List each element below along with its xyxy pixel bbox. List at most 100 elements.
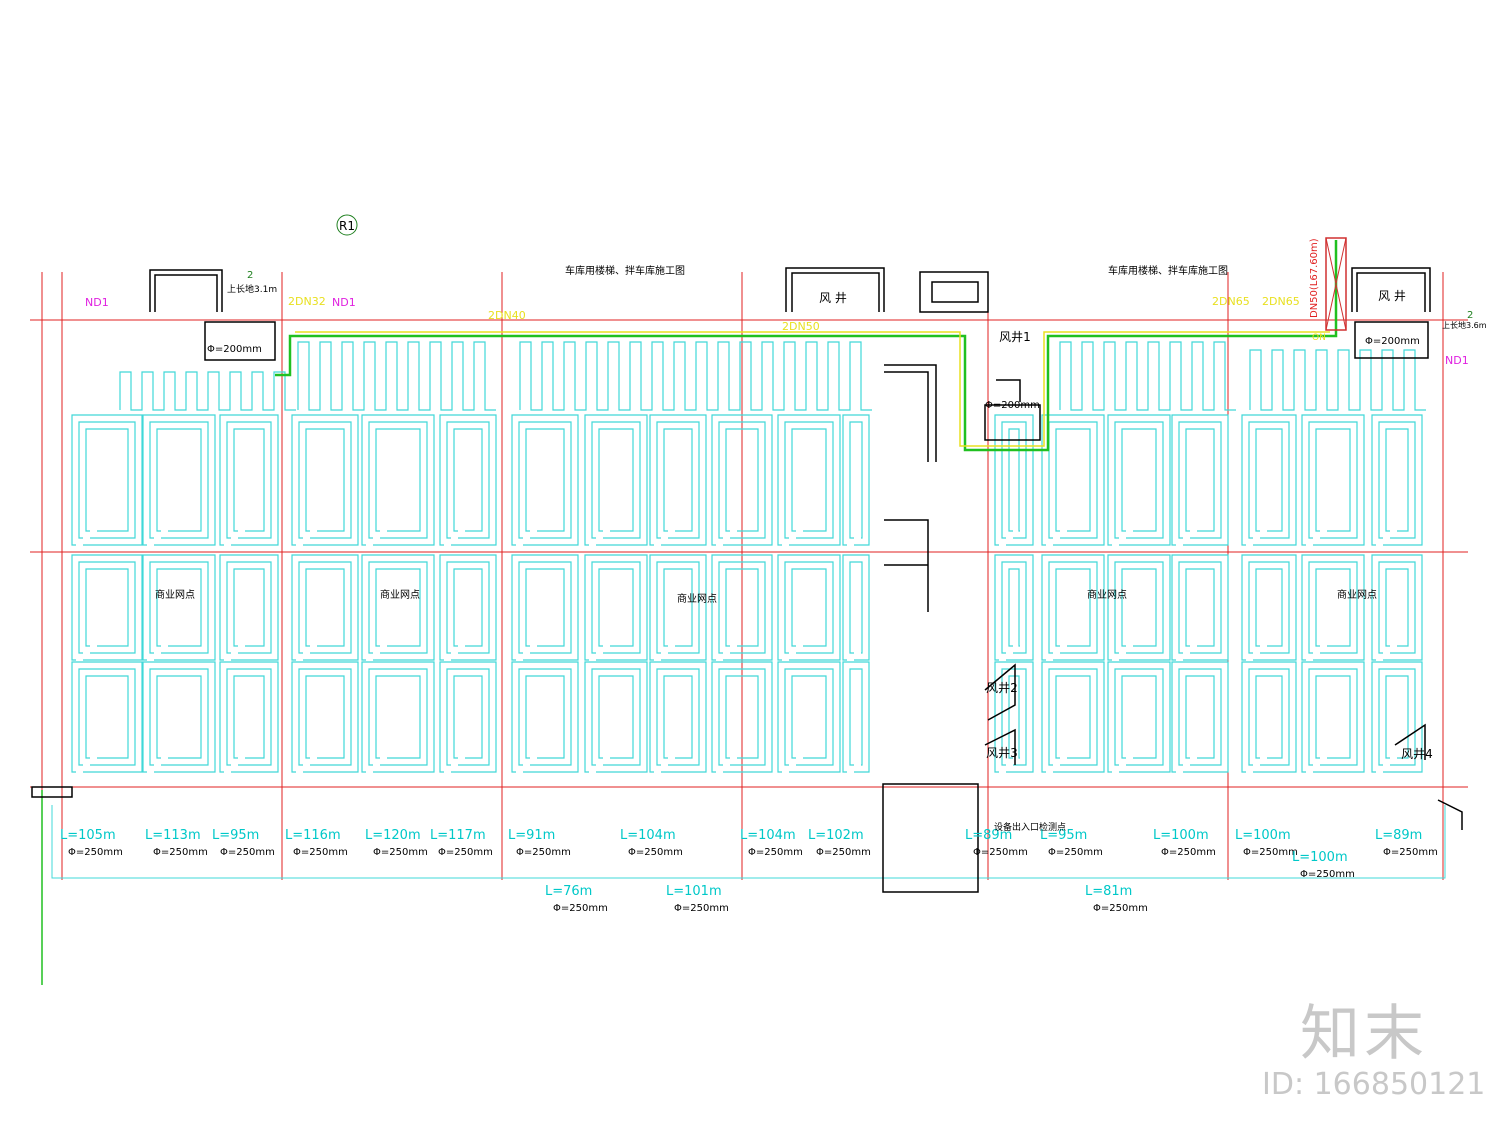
- room-label: 商业网点: [677, 592, 717, 605]
- drawing-title: 车库用楼梯、拌车库施工图: [1108, 264, 1228, 277]
- coil-loop: [649, 414, 707, 546]
- coil-loop: [291, 414, 359, 546]
- heating-coils: [51, 341, 1446, 879]
- marker-label: R1: [339, 219, 355, 233]
- loop-length: L=102m: [808, 828, 864, 843]
- loop-spacing: Φ=250mm: [516, 847, 571, 858]
- coil-loop: [71, 414, 143, 546]
- coil-loop: [1171, 554, 1229, 661]
- loop-spacing: Φ=250mm: [1048, 847, 1103, 858]
- coil-loop: [219, 554, 279, 661]
- loop-length: L=100m: [1153, 828, 1209, 843]
- coil-loop: [361, 661, 435, 773]
- coil-loop: [1107, 661, 1171, 773]
- coil-loop: [1041, 414, 1105, 546]
- coil-loop: [439, 414, 497, 546]
- coil-strip: [1249, 349, 1426, 411]
- watermark-logo: 知末: [1300, 999, 1428, 1069]
- coil-loop: [711, 554, 773, 661]
- coil-loop: [711, 661, 773, 773]
- loop-length: L=76m: [545, 884, 592, 899]
- wall-segment: [791, 272, 880, 312]
- coil-loop: [511, 554, 579, 661]
- coil-loop: [219, 414, 279, 546]
- room-label: 商业网点: [1337, 588, 1377, 601]
- loop-length: L=95m: [212, 828, 259, 843]
- coil-loop: [1371, 414, 1423, 546]
- loop-spacing: Φ=250mm: [153, 847, 208, 858]
- loop-length: L=100m: [1292, 850, 1348, 865]
- pipe-label: 2DN65: [1262, 295, 1300, 308]
- loop-length: L=117m: [430, 828, 486, 843]
- coil-loop: [511, 414, 579, 546]
- coil-loop: [1241, 554, 1297, 661]
- loop-spacing: Φ=250mm: [1383, 847, 1438, 858]
- note-label: 2: [247, 270, 253, 281]
- coil-loop: [777, 554, 841, 661]
- coil-loop: [1371, 661, 1423, 773]
- supply-pipe: [275, 240, 1338, 452]
- coil-loop: [1041, 661, 1105, 773]
- watermark-id: ID: 166850121: [1262, 1067, 1486, 1102]
- coil-loop: [1171, 414, 1229, 546]
- coil-strip: [1059, 341, 1236, 411]
- coil-loop: [1301, 414, 1365, 546]
- loop-spacing: Φ=250mm: [816, 847, 871, 858]
- loop-length: L=100m: [1235, 828, 1291, 843]
- wall-segment: [1437, 799, 1463, 830]
- coil-loop: [1241, 414, 1297, 546]
- loop-length: L=89m: [1375, 828, 1422, 843]
- wall-segment: [984, 728, 1016, 765]
- loop-length: L=105m: [60, 828, 116, 843]
- equipment-opening: [882, 783, 979, 893]
- coil-strip: [297, 341, 496, 411]
- loop-length: L=104m: [620, 828, 676, 843]
- pipe-label: 2DN40: [488, 309, 526, 322]
- wall-segment: [1351, 267, 1431, 312]
- drawing-title: 车库用楼梯、拌车库施工图: [565, 264, 685, 277]
- pipe-label: 2DN65: [1212, 295, 1250, 308]
- riser-cross: [1325, 237, 1347, 331]
- coil-loop: [142, 661, 216, 773]
- wall-segment: [149, 269, 223, 312]
- loop-length: L=120m: [365, 828, 421, 843]
- coil-loop: [842, 554, 870, 661]
- shaft-label: 风 井: [819, 291, 847, 305]
- shaft-label: 风井4: [1401, 747, 1433, 761]
- loop-length: L=113m: [145, 828, 201, 843]
- riser-stack: [1325, 237, 1347, 331]
- loop-spacing: Φ=250mm: [293, 847, 348, 858]
- coil-loop: [994, 554, 1034, 661]
- loop-spacing: Φ=250mm: [748, 847, 803, 858]
- loop-spacing: Φ=250mm: [438, 847, 493, 858]
- elevation-note: 上长地3.6m: [1442, 320, 1487, 330]
- loop-spacing: Φ=250mm: [674, 903, 729, 914]
- room-label: 商业网点: [380, 588, 420, 601]
- loop-length: L=95m: [1040, 828, 1087, 843]
- axis-grid: [30, 272, 1468, 880]
- loop-length: L=81m: [1085, 884, 1132, 899]
- coil-loop: [649, 661, 707, 773]
- riser-note: DN50(L67.60m): [1309, 238, 1320, 318]
- note-label: ON: [1312, 333, 1326, 343]
- loop-spacing: Φ=250mm: [1161, 847, 1216, 858]
- coil-loop: [1041, 554, 1105, 661]
- coil-loop: [219, 661, 279, 773]
- loop-spacing: Φ=250mm: [628, 847, 683, 858]
- note-label: 2: [1467, 310, 1473, 321]
- loop-length: L=116m: [285, 828, 341, 843]
- room-label: 商业网点: [1087, 588, 1127, 601]
- shaft-label: 风井2: [986, 681, 1018, 695]
- coil-loop: [711, 414, 773, 546]
- loop-spacing: Φ=250mm: [1243, 847, 1298, 858]
- valve-label: Φ=200mm: [207, 344, 262, 355]
- coil-loop: [361, 554, 435, 661]
- shaft-label: 风井3: [986, 746, 1018, 760]
- shaft-label: 风井1: [999, 330, 1031, 344]
- coil-loop: [1107, 554, 1171, 661]
- coil-loop: [439, 661, 497, 773]
- coil-loop: [71, 661, 143, 773]
- wall-segment: [984, 663, 1016, 721]
- coil-loop: [142, 414, 216, 546]
